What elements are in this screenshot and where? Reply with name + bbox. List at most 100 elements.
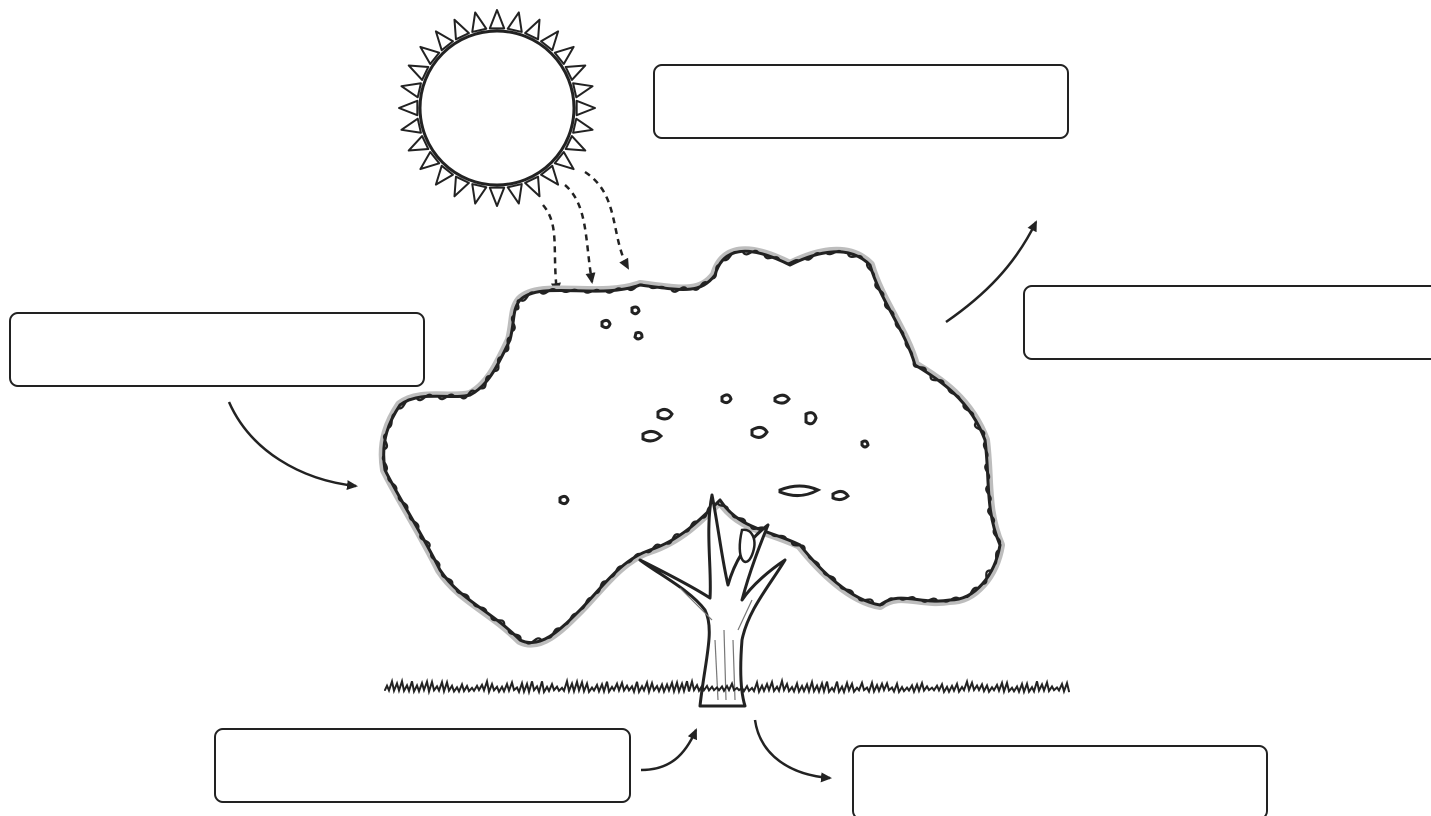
canopy-leaf-edge — [770, 532, 788, 541]
canopy-leaf-edge — [992, 527, 1002, 546]
canopy-leaf-edge — [538, 288, 557, 295]
canopy-leaf-edge — [920, 597, 939, 603]
canopy-leaf-edge — [397, 494, 409, 511]
canopy-leaf-edge — [973, 420, 986, 438]
canopy-leaf-edge — [929, 373, 945, 386]
canopy-leaf-edge — [626, 283, 645, 291]
sunlight-arrow-1 — [542, 204, 561, 294]
canopy-leaf-edge — [962, 402, 975, 418]
label-box-bottom-left[interactable] — [214, 728, 631, 803]
sun-ray — [564, 135, 587, 152]
sun-ray — [400, 82, 422, 99]
sunlight-arrows — [542, 170, 630, 294]
canopy-leaf-edge — [440, 571, 454, 587]
canopy-leaf-edge — [992, 548, 1001, 567]
sun-icon — [398, 9, 596, 207]
canopy-outline — [382, 249, 1002, 645]
canopy-leaf-edge — [648, 285, 667, 290]
canopy-leaf-edge — [963, 586, 980, 598]
canopy-leaf-edge — [716, 501, 730, 511]
canopy-leaf-edge — [503, 336, 512, 353]
sun-ray — [398, 99, 419, 117]
canopy-leaf-edge — [865, 261, 876, 278]
canopy-leaf-edge — [455, 588, 470, 601]
sun-ray — [572, 117, 594, 134]
sunlight-arrow-2 — [564, 184, 596, 284]
sun-ray — [506, 183, 523, 205]
label-box-right[interactable] — [1023, 285, 1431, 360]
canopy-leaf-edge — [459, 389, 477, 400]
canopy-leaf-edge — [437, 393, 456, 401]
canopy-leaf-edge — [665, 533, 682, 545]
sun-ray — [471, 11, 488, 33]
sun-ray — [540, 164, 560, 186]
canopy-leaf-edge — [981, 569, 993, 585]
canopy-leaf-edge — [857, 596, 875, 605]
canopy-leaf-edge — [408, 513, 420, 530]
canopy-leaf-edge — [731, 512, 747, 525]
canopy-leaf-edge — [912, 360, 927, 373]
canopy-leaf-edge — [518, 291, 536, 302]
arrow-canopy-to-right — [945, 220, 1038, 324]
canopy-leaf-edge — [560, 288, 579, 294]
canopy-leaf-edge — [582, 288, 601, 294]
canopy-leaf-edge — [415, 393, 434, 402]
sun-ray — [572, 82, 594, 99]
sun-ray — [524, 18, 541, 41]
canopy-leaf-edge — [387, 412, 396, 430]
sun-ray — [453, 175, 470, 198]
canopy-leaf-edge — [824, 250, 844, 256]
label-box-bottom-right[interactable] — [852, 745, 1268, 816]
canopy-leaf-edge — [982, 440, 989, 459]
canopy-leaf-edge — [898, 596, 917, 601]
sunlight-arrow-3 — [584, 170, 630, 270]
canopy-leaf-edge — [579, 596, 593, 611]
sun-ray — [553, 45, 575, 65]
sun-ray — [524, 175, 541, 198]
canopy-leaf-edge — [838, 584, 855, 596]
canopy-leaf-edge — [846, 251, 864, 261]
canopy-leaf-edge — [381, 454, 388, 473]
sun-ray — [407, 135, 430, 152]
label-box-left[interactable] — [9, 312, 425, 387]
sun-ray — [419, 45, 441, 65]
canopy-leaf-edge — [490, 614, 506, 627]
canopy-leaf-edge — [604, 287, 623, 294]
canopy-leaf-edge — [387, 475, 398, 492]
canopy-leaf-edge — [669, 286, 689, 293]
sun-ray — [471, 183, 488, 205]
canopy-leaf-edge — [683, 520, 699, 533]
tree-icon — [378, 246, 1005, 708]
sun-ray — [540, 30, 560, 52]
canopy-leaf-edge — [625, 552, 642, 564]
sun-ray — [400, 117, 422, 134]
canopy-leaf-edge — [783, 258, 801, 265]
canopy-leaf-edge — [822, 569, 837, 583]
canopy-leaf-edge — [609, 565, 624, 579]
canopy-leaf-edge — [874, 281, 885, 298]
canopy-leaf-edge — [721, 250, 738, 262]
sun-ray — [506, 11, 523, 33]
process-arrows — [227, 220, 1038, 783]
canopy-leaf-edge — [947, 387, 961, 401]
canopy-leaf-edge — [763, 253, 781, 262]
canopy-leaf-edge — [691, 280, 709, 291]
canopy-leaf-edge — [492, 356, 503, 373]
arrow-trunk-to-bottom-right — [753, 719, 832, 783]
canopy-leaf-edge — [985, 484, 992, 503]
canopy-leaf-edge — [644, 543, 662, 554]
label-box-top[interactable] — [653, 64, 1069, 139]
canopy-leaf-edge — [430, 552, 441, 569]
canopy-leaf-edge — [514, 298, 522, 311]
sun-ray — [575, 99, 596, 117]
canopy-leaf-edge — [396, 398, 412, 410]
canopy-leaf-edge — [987, 506, 996, 525]
canopy-leaf-edge — [878, 597, 895, 607]
canopy-leaf-edge — [594, 580, 608, 595]
canopy-holes — [558, 305, 870, 506]
sun-ray — [407, 64, 430, 81]
canopy-leaf-edge — [525, 637, 543, 645]
canopy-leaf-edge — [807, 553, 821, 568]
sun-ray — [434, 30, 454, 52]
